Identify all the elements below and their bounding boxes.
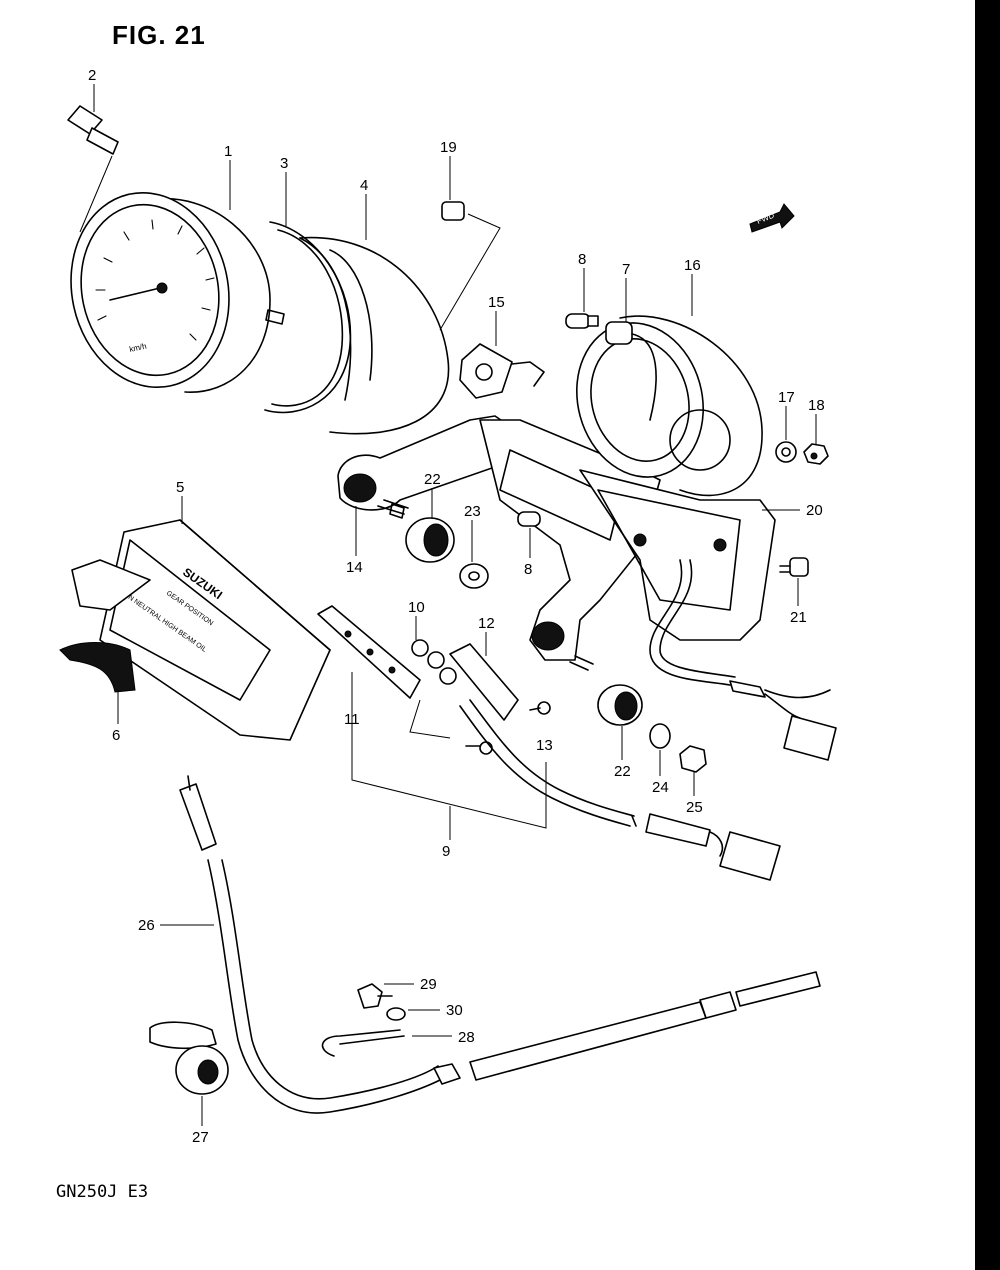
part-22-grommet-lower xyxy=(597,684,643,726)
callout-22-lower: 22 xyxy=(614,763,631,780)
callout-2: 2 xyxy=(88,67,96,84)
callout-20: 20 xyxy=(806,502,823,519)
callout-27: 27 xyxy=(192,1129,209,1146)
part-2-cable-nut xyxy=(67,105,119,233)
part-10-bulbs xyxy=(411,639,457,685)
callout-28: 28 xyxy=(458,1029,475,1046)
part-28-clip xyxy=(321,1029,405,1057)
part-8-bulb-lower xyxy=(517,511,541,527)
callout-14: 14 xyxy=(346,559,363,576)
callout-9: 9 xyxy=(442,843,450,860)
callout-4: 4 xyxy=(360,177,368,194)
callout-22-upper: 22 xyxy=(424,471,441,488)
part-16-lamp-housing xyxy=(576,315,763,497)
callout-16: 16 xyxy=(684,257,701,274)
part-17-washer xyxy=(775,441,797,463)
part-13-screw-a xyxy=(529,701,551,715)
callout-23: 23 xyxy=(464,503,481,520)
callout-10: 10 xyxy=(408,599,425,616)
callout-30: 30 xyxy=(446,1002,463,1019)
part-25-nut xyxy=(679,745,707,773)
callout-3: 3 xyxy=(280,155,288,172)
part-12-socket xyxy=(449,643,519,721)
part-29-bolt xyxy=(357,983,393,1009)
part-6-cushion xyxy=(59,559,151,693)
callout-17: 17 xyxy=(778,389,795,406)
harness-upper-right xyxy=(649,559,837,761)
part-11-socket-board xyxy=(317,605,421,699)
fwd-arrow-icon: FWD xyxy=(749,203,795,233)
callout-labels: 2 1 3 4 19 8 7 16 15 17 18 20 21 22 23 1… xyxy=(88,67,825,1146)
callout-26: 26 xyxy=(138,917,155,934)
scan-edge-bar xyxy=(975,0,1000,1270)
callout-11: 11 xyxy=(344,711,360,728)
part-15-grommet xyxy=(459,343,545,399)
part-4-meter-case xyxy=(299,236,450,435)
part-8-bulb-upper xyxy=(565,313,599,329)
callout-8-lower: 8 xyxy=(524,561,532,578)
callout-6: 6 xyxy=(112,727,120,744)
part-23-washer xyxy=(459,563,489,589)
callout-13: 13 xyxy=(536,737,553,754)
callout-5: 5 xyxy=(176,479,184,496)
part-26-speedometer-cable xyxy=(179,775,821,1114)
part-27-cable-guide xyxy=(149,1021,229,1095)
callout-25: 25 xyxy=(686,799,703,816)
part-1-speedometer: km/h xyxy=(70,191,285,393)
figure-title: FIG. 21 xyxy=(112,20,206,50)
part-9-harness xyxy=(459,699,781,881)
part-24-washer xyxy=(649,723,671,749)
part-5-indicator-panel: SUZUKI GEAR POSITION TURN NEUTRAL HIGH B… xyxy=(99,519,331,741)
callout-7: 7 xyxy=(622,261,630,278)
callout-1: 1 xyxy=(224,143,232,160)
callout-15: 15 xyxy=(488,294,505,311)
part-22-grommet-upper xyxy=(405,517,455,563)
part-3-ring xyxy=(264,221,352,414)
callout-19: 19 xyxy=(440,139,457,156)
callout-18: 18 xyxy=(808,397,825,414)
callout-8-upper: 8 xyxy=(578,251,586,268)
callout-12: 12 xyxy=(478,615,495,632)
part-18-nut xyxy=(803,443,829,465)
part-21-screw xyxy=(779,557,809,577)
model-code: GN250J E3 xyxy=(56,1182,149,1202)
meter-unit-text: km/h xyxy=(129,342,148,354)
part-30-washer xyxy=(386,1007,406,1021)
part-7-socket xyxy=(605,321,657,421)
callout-24: 24 xyxy=(652,779,669,796)
part-19-cap xyxy=(439,201,501,331)
callout-21: 21 xyxy=(790,609,807,626)
callout-29: 29 xyxy=(420,976,437,993)
